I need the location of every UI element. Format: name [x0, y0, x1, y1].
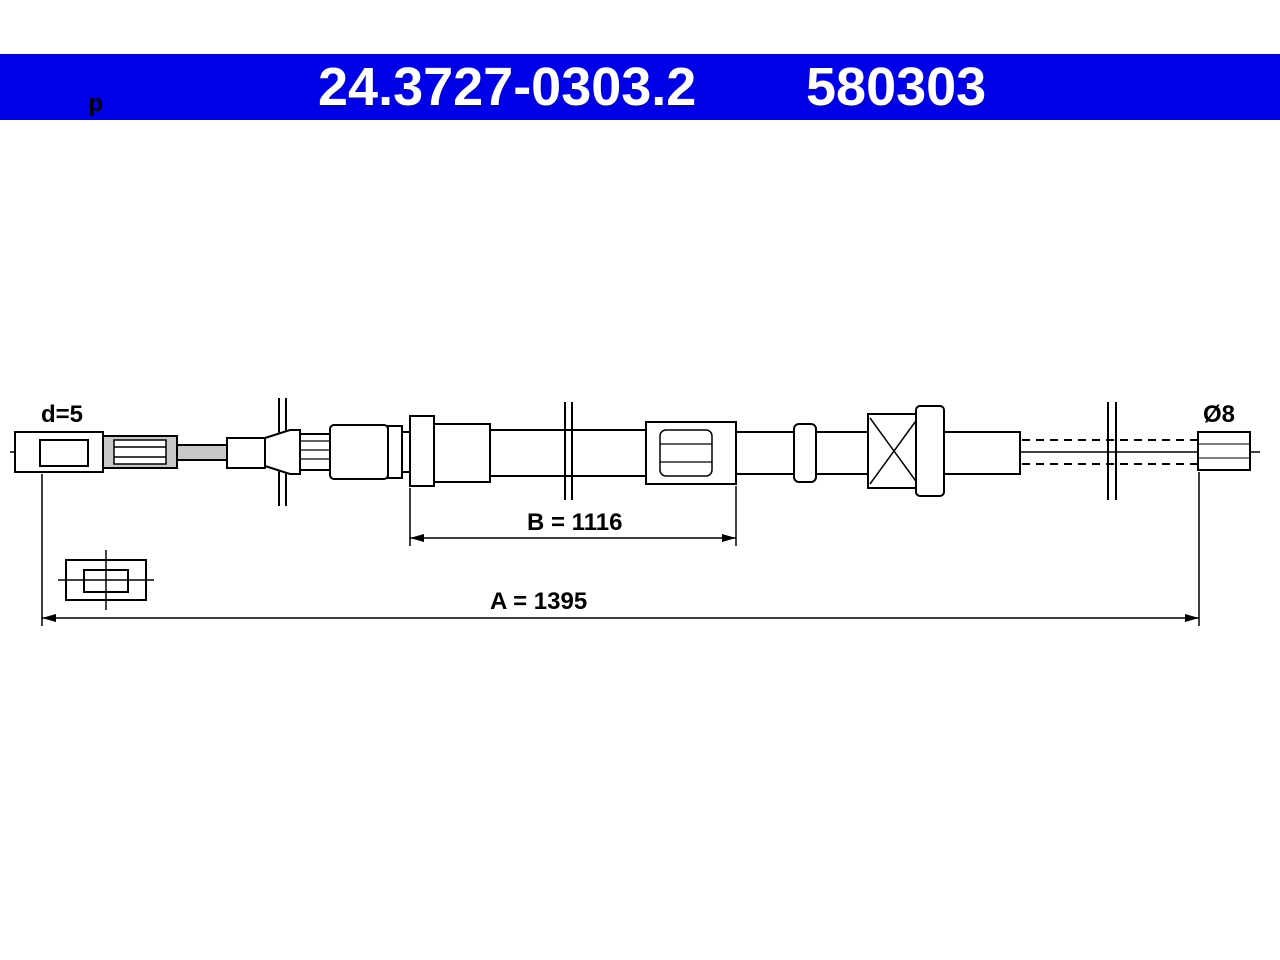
- inner-cable: [1022, 402, 1198, 500]
- right-end-label: Ø8: [1203, 401, 1235, 428]
- dimension-a-label: A = 1395: [490, 588, 587, 615]
- dimension-a: [41, 472, 1200, 626]
- spring-section: [264, 398, 413, 506]
- end-detail-symbol: d: [58, 92, 154, 610]
- left-end-fitting: [14, 431, 266, 473]
- sleeve-body: [433, 423, 491, 483]
- dimension-b: [409, 486, 737, 546]
- outer-casing: [489, 402, 737, 500]
- right-end-nipple: [1197, 431, 1251, 471]
- left-end-label: d=5: [41, 401, 83, 428]
- title-bar: [0, 54, 1280, 120]
- reference-number-title: 580303: [806, 57, 987, 117]
- threaded-adjuster: [735, 405, 1021, 497]
- dimension-b-label: B = 1116: [527, 509, 622, 536]
- part-number-title: 24.3727-0303.2: [318, 57, 697, 117]
- detail-symbol-label: d: [88, 92, 103, 119]
- sleeve-collar: [409, 415, 435, 487]
